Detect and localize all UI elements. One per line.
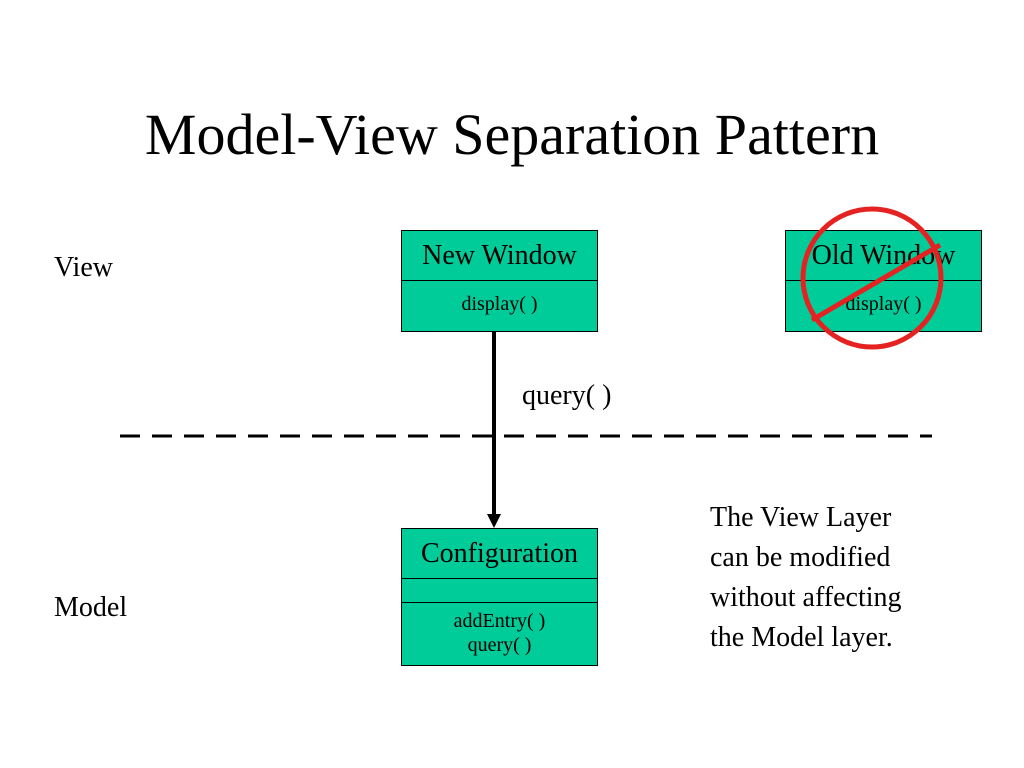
configuration-addentry-op: addEntry( ) <box>453 610 546 632</box>
query-arrowhead <box>487 514 501 528</box>
configuration-attributes <box>402 579 597 603</box>
note-line: The View Layer <box>710 502 892 533</box>
view-layer-label: View <box>54 252 113 283</box>
old-window-class: Old Window display( ) <box>785 230 982 332</box>
old-window-display-op: display( ) <box>845 293 922 315</box>
note-line: the Model layer. <box>710 622 893 653</box>
note-line: can be modified <box>710 542 891 573</box>
new-window-display-op: display( ) <box>461 293 538 315</box>
old-window-class-name: Old Window <box>786 231 981 281</box>
query-call-label: query( ) <box>522 380 612 411</box>
model-layer-label: Model <box>54 592 128 623</box>
configuration-operations: addEntry( ) query( ) <box>402 603 597 657</box>
configuration-class-name: Configuration <box>402 529 597 579</box>
new-window-class-name: New Window <box>402 231 597 281</box>
explanation-note: The View Layer can be modified without a… <box>710 498 902 658</box>
new-window-operations: display( ) <box>402 281 597 316</box>
new-window-class: New Window display( ) <box>401 230 598 332</box>
configuration-query-op: query( ) <box>467 634 532 656</box>
slide-title: Model-View Separation Pattern <box>144 102 880 167</box>
configuration-class: Configuration addEntry( ) query( ) <box>401 528 598 666</box>
old-window-operations: display( ) <box>786 281 981 316</box>
note-line: without affecting <box>710 582 902 613</box>
